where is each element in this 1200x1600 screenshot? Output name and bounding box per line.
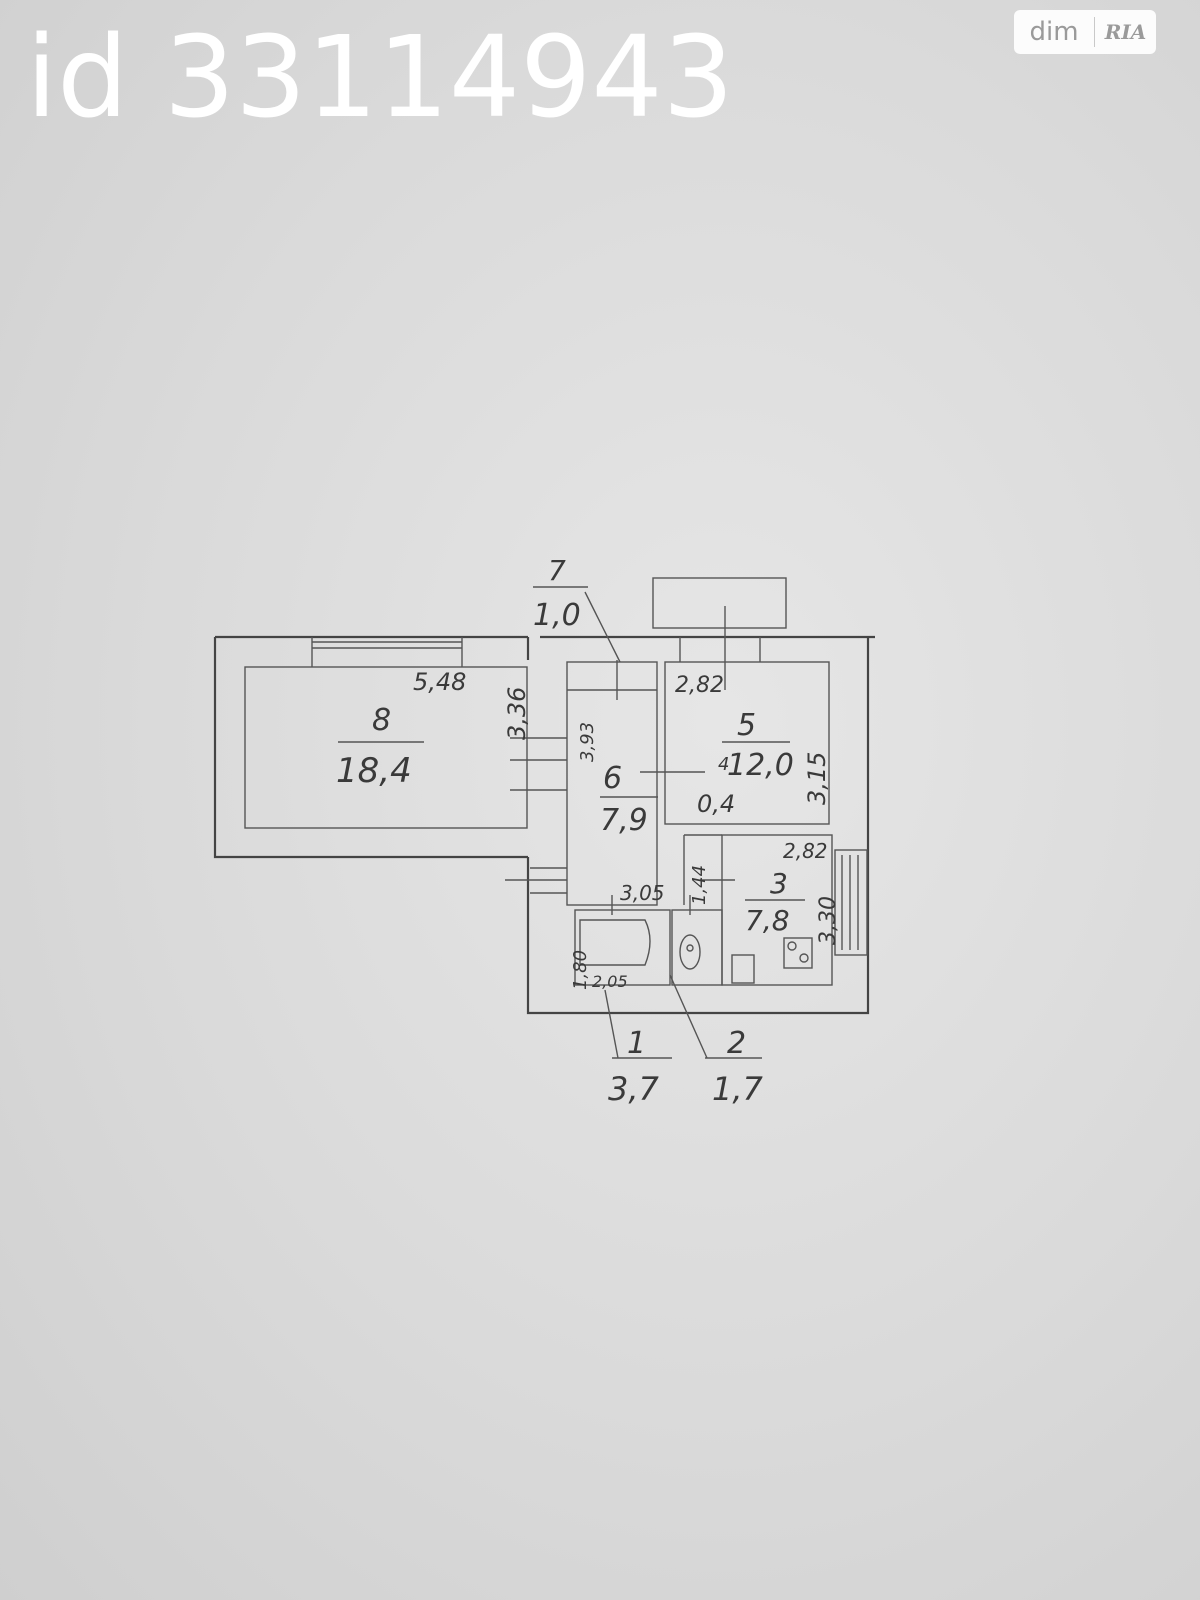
room-1-2-outline xyxy=(574,895,723,986)
room-4-area: 0,4 xyxy=(697,790,735,818)
room-3-number: 3 xyxy=(770,867,788,900)
dim-3-93: 3,93 xyxy=(577,722,598,762)
dim-3-30: 3,30 xyxy=(816,896,841,945)
room-5-area: 12,0 xyxy=(727,748,794,783)
dimria-watermark: dim RIA xyxy=(1014,10,1156,54)
room-5-outline xyxy=(640,577,830,825)
dim-3-15: 3,15 xyxy=(803,752,831,805)
outer-walls xyxy=(213,635,875,1015)
room-4-number: 4 xyxy=(718,754,729,775)
dim-2-82-mid: 2,82 xyxy=(783,839,828,863)
dim-3-36: 3,36 xyxy=(503,687,531,740)
room-6-area: 7,9 xyxy=(600,803,648,838)
room-5-number: 5 xyxy=(737,708,756,743)
room-3-area: 7,8 xyxy=(745,904,790,937)
dim-2-82-top: 2,82 xyxy=(675,673,724,698)
room-7-number: 7 xyxy=(548,554,566,587)
leader-lines xyxy=(338,586,805,1059)
watermark-brand-left: dim xyxy=(1029,17,1079,47)
room-1-area: 3,7 xyxy=(608,1070,660,1108)
room-8-number: 8 xyxy=(372,703,391,738)
dim-3-05: 3,05 xyxy=(620,881,665,905)
room-6-number: 6 xyxy=(603,761,622,796)
dim-1-44: 1,44 xyxy=(689,865,710,905)
room-2-area: 1,7 xyxy=(712,1070,764,1108)
watermark-brand-right: RIA xyxy=(1104,20,1147,44)
dim-5-48: 5,48 xyxy=(413,668,466,696)
listing-id-overlay: id 33114943 xyxy=(26,13,734,143)
room-1-number: 1 xyxy=(627,1026,646,1061)
room-8-area: 18,4 xyxy=(336,751,412,791)
watermark-divider xyxy=(1094,17,1095,47)
room-8-outline xyxy=(244,637,528,829)
dim-2-05: 2,05 xyxy=(592,972,628,991)
room-7-area: 1,0 xyxy=(533,598,581,633)
room-2-number: 2 xyxy=(727,1026,746,1061)
dim-1-80: 1,80 xyxy=(570,950,591,990)
